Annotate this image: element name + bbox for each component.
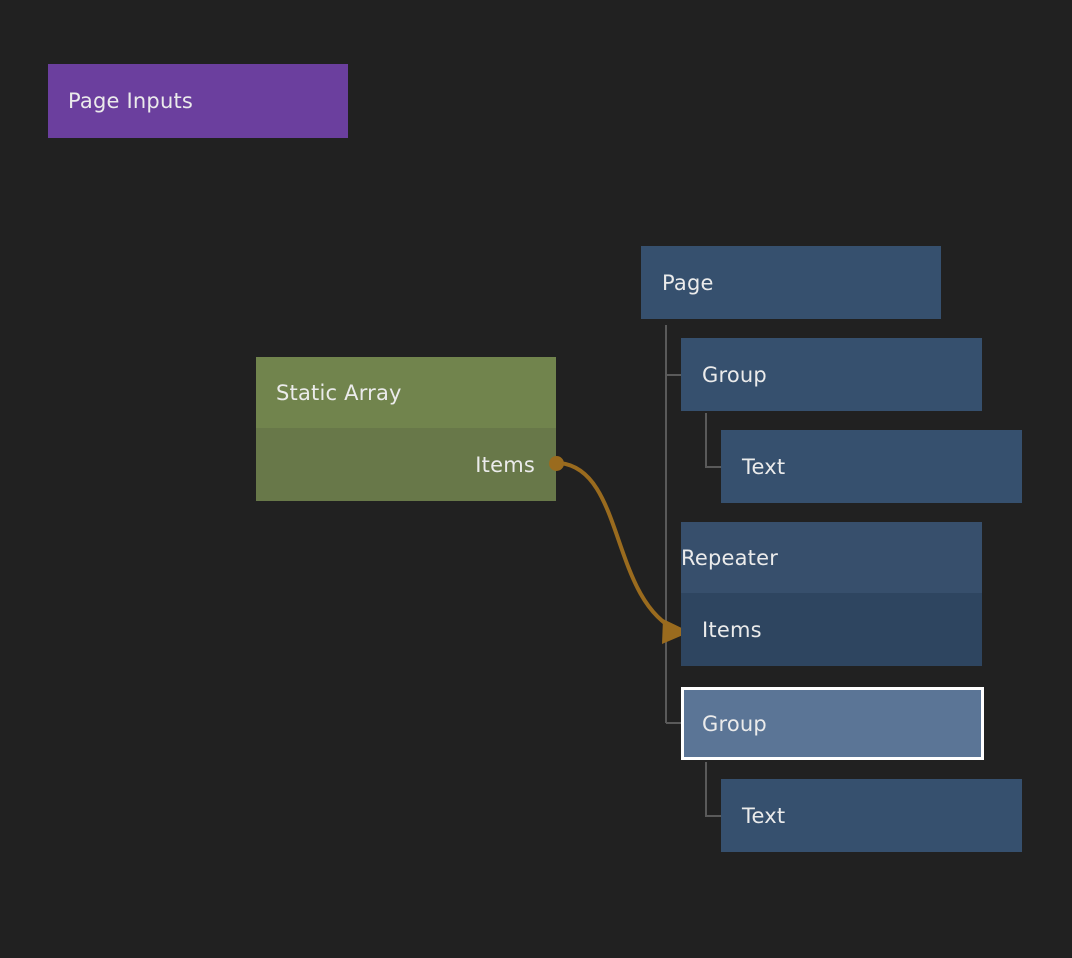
node-header: Group bbox=[681, 338, 982, 411]
input-port-label: Items bbox=[702, 617, 762, 642]
tree-node-repeater[interactable]: Repeater Items bbox=[681, 522, 982, 666]
node-header: Text bbox=[721, 430, 1022, 503]
tree-node-page[interactable]: Page bbox=[641, 246, 941, 319]
output-port-label: Items bbox=[475, 452, 535, 477]
node-title: Text bbox=[742, 454, 786, 479]
node-static-array[interactable]: Static Array Items bbox=[256, 357, 556, 501]
tree-node-text-1[interactable]: Text bbox=[721, 430, 1022, 503]
node-title: Group bbox=[702, 711, 767, 736]
data-wire bbox=[558, 461, 680, 633]
node-header: Text bbox=[721, 779, 1022, 852]
node-input-port-row[interactable]: Items bbox=[681, 593, 982, 666]
tree-node-group-1[interactable]: Group bbox=[681, 338, 982, 411]
node-title: Page Inputs bbox=[68, 89, 194, 113]
node-header: Page bbox=[641, 246, 941, 319]
node-header: Repeater bbox=[681, 522, 982, 593]
output-port-dot[interactable] bbox=[549, 456, 564, 471]
node-page-inputs[interactable]: Page Inputs bbox=[48, 64, 348, 138]
node-header: Group bbox=[684, 690, 981, 757]
node-title: Repeater bbox=[681, 545, 779, 570]
node-title: Text bbox=[742, 803, 786, 828]
tree-node-group-2-selected[interactable]: Group bbox=[681, 687, 984, 760]
node-output-port-row[interactable]: Items bbox=[256, 428, 556, 501]
tree-node-text-2[interactable]: Text bbox=[721, 779, 1022, 852]
tree-elbow-text-1 bbox=[705, 413, 721, 468]
tree-elbow-text-2 bbox=[705, 762, 721, 817]
node-title: Static Array bbox=[276, 380, 402, 405]
node-title: Group bbox=[702, 362, 767, 387]
node-title: Page bbox=[662, 270, 714, 295]
node-header: Page Inputs bbox=[48, 64, 348, 138]
node-header: Static Array bbox=[256, 357, 556, 428]
